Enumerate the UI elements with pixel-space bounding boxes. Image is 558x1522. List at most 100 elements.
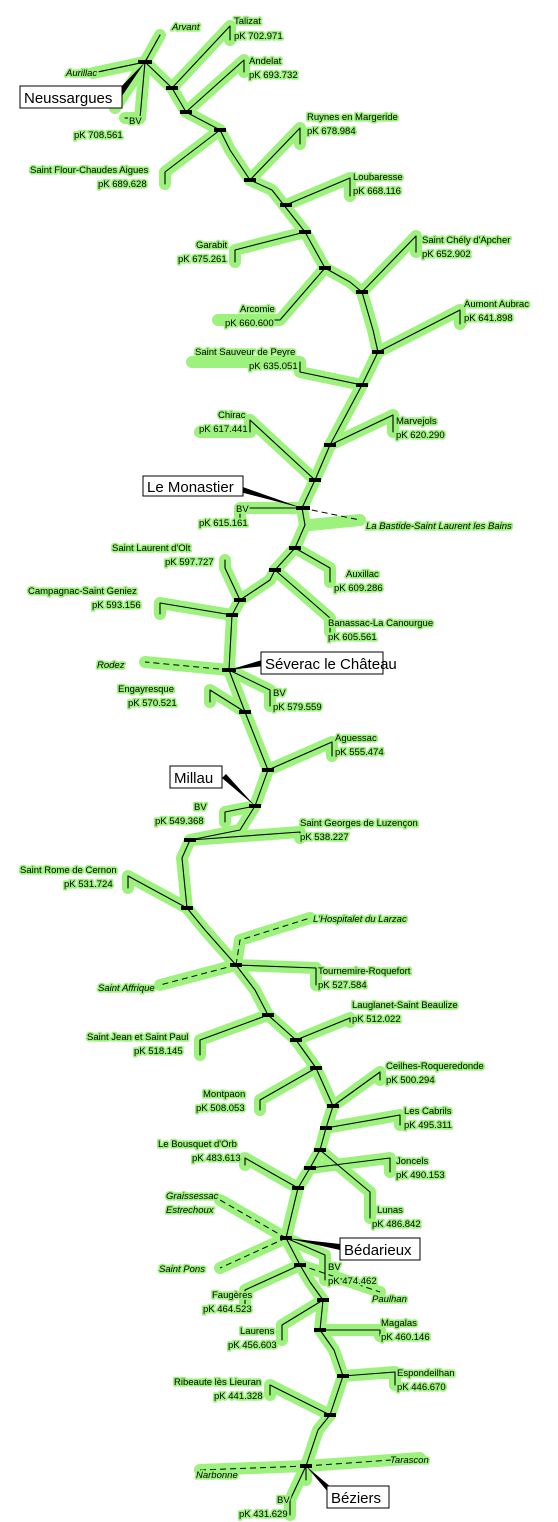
station-name: Saint Rome de Cernon: [20, 865, 117, 876]
hub-neussargues[interactable]: Neussargues: [19, 85, 123, 109]
station-pk: pK 495.311: [404, 1120, 452, 1131]
station-pk: pK 641.898: [464, 313, 513, 324]
connection-label: Rodez: [97, 660, 125, 671]
svg-text:Millau: Millau: [174, 770, 213, 787]
station-pk: pK 441.328: [214, 1391, 263, 1402]
hub-beziers[interactable]: Béziers: [326, 1485, 390, 1509]
svg-text:Séverac le Château: Séverac le Château: [265, 656, 397, 673]
station-name: BV: [328, 1262, 341, 1273]
station-name: Andelat: [249, 56, 282, 67]
station-name: BV: [194, 802, 207, 813]
station-pk: pK 675.261: [178, 254, 227, 265]
station-name: Aguessac: [335, 733, 377, 744]
station-name: Auxillac: [346, 569, 379, 580]
station-name: Banassac-La Canourgue: [328, 618, 433, 629]
station-pk: pK 635.051: [249, 361, 298, 372]
station-pk: pK 456.603: [228, 1340, 277, 1351]
station-name: Ruynes en Margeride: [307, 112, 398, 123]
station-pk: pK 702.971: [234, 31, 283, 42]
station-name: Laurens: [240, 1326, 275, 1337]
connection-label: Graissessac: [166, 1191, 219, 1202]
station-name: Aumont Aubrac: [464, 299, 529, 310]
connection-label: Aurillac: [65, 68, 97, 79]
connection-label: Arvant: [171, 22, 200, 33]
svg-text:Bédarieux: Bédarieux: [344, 1242, 412, 1259]
station-pk: pK 689.628: [98, 179, 147, 190]
svg-text:Neussargues: Neussargues: [24, 90, 112, 107]
station-name: Ceilhes-Roqueredonde: [386, 1061, 484, 1072]
station-pk: pK 549.368: [155, 816, 204, 827]
hub-le-monastier[interactable]: Le Monastier: [142, 475, 244, 497]
station-pk: pK 620.290: [396, 430, 445, 441]
hub-severac[interactable]: Séverac le Château: [260, 651, 397, 675]
connection-label: L'Hospitalet du Larzac: [313, 914, 407, 925]
hub-millau[interactable]: Millau: [169, 765, 223, 789]
station-pk: pK 483.613: [192, 1153, 241, 1164]
station-pk: pK 518.145: [134, 1046, 183, 1057]
station-pk: pK 708.561: [74, 130, 123, 141]
station-pk: pK 617.441: [199, 424, 248, 435]
connection-label: Narbonne: [196, 1470, 238, 1481]
connection-label: Tarascon: [390, 1455, 429, 1466]
station-name: Chirac: [218, 410, 246, 421]
station-pk: pK 668.116: [353, 186, 401, 197]
station-name: Arcomie: [240, 304, 275, 315]
station-pk: pK 615.161: [199, 518, 248, 529]
station-name: Espondeilhan: [397, 1368, 455, 1379]
station-name: Tournemire-Roquefort: [318, 966, 411, 977]
hub-bedarieux[interactable]: Bédarieux: [339, 1237, 421, 1261]
station-name: Ribeaute lès Lieuran: [174, 1377, 261, 1388]
station-pk: pK 486.842: [372, 1219, 421, 1230]
station-name: Faugères: [212, 1290, 252, 1301]
station-name: Engayresque: [118, 684, 174, 695]
station-pk: pK 597.727: [165, 557, 214, 568]
station-pk: pK 500.294: [386, 1075, 435, 1086]
station-labels: Talizat pK 702.971 Andelat pK 693.732 Ru…: [18, 14, 531, 1522]
station-name: Talizat: [234, 16, 261, 27]
station-pk: pK 555.474: [335, 747, 384, 758]
connection-label: Saint Pons: [159, 1264, 205, 1275]
station-name: Saint Chély d'Apcher: [422, 235, 510, 246]
station-name: Saint Jean et Saint Paul: [87, 1032, 188, 1043]
connection-label: Saint Affrique: [98, 983, 155, 994]
connection-label: Paulhan: [372, 1294, 407, 1305]
station-name: Marvejols: [396, 416, 437, 427]
station-name: Loubaresse: [353, 172, 403, 183]
station-pk: pK 579.559: [273, 702, 322, 713]
station-pk: pK 660.600: [225, 318, 274, 329]
station-name: Joncels: [396, 1156, 428, 1167]
station-name: BV: [129, 116, 142, 127]
station-pk: pK 693.732: [249, 70, 298, 81]
station-name: Saint Flour-Chaudes Aigues: [30, 165, 149, 176]
station-name: Lauglanet-Saint Beaulize: [352, 1000, 458, 1011]
station-name: Saint Georges de Luzençon: [300, 818, 418, 829]
station-name: BV: [236, 504, 249, 515]
station-pk: pK 490.153: [396, 1170, 445, 1181]
station-pk: pK 593.156: [92, 600, 141, 611]
station-pk: pK 431.629: [239, 1509, 288, 1520]
svg-text:Béziers: Béziers: [331, 1490, 381, 1507]
station-pk: pK 609.286: [334, 583, 383, 594]
station-name: Campagnac-Saint Geniez: [28, 586, 137, 597]
station-ticks: [138, 60, 384, 1468]
station-pk: pK 652.902: [422, 249, 471, 260]
station-name: BV: [277, 1495, 290, 1506]
hub-labels: Neussargues Le Monastier Séverac le Chât…: [19, 85, 421, 1509]
connection-label: Estrechoux: [166, 1205, 215, 1216]
station-name: Le Bousquet d'Orb: [158, 1139, 237, 1150]
station-pk: pK 512.022: [352, 1014, 401, 1025]
station-name: Les Cabrils: [404, 1106, 452, 1117]
station-pk: pK 678.984: [307, 126, 356, 137]
station-pk: pK 508.053: [196, 1103, 245, 1114]
connection-labels: Arvant Aurillac La Bastide-Saint Laurent…: [63, 20, 514, 1483]
station-pk: pK 531.724: [64, 879, 113, 890]
station-pk: pK 527.584: [318, 980, 367, 991]
connection-label: La Bastide-Saint Laurent les Bains: [366, 521, 512, 532]
station-name: Montpaon: [203, 1089, 245, 1100]
station-pk: pK 538.227: [300, 832, 349, 843]
station-pk: pK 460.146: [381, 1332, 430, 1343]
hub-pointers: [118, 62, 340, 1492]
station-pk: pK 605.561: [328, 632, 377, 643]
station-name: Saint Laurent d'Olt: [112, 543, 191, 554]
